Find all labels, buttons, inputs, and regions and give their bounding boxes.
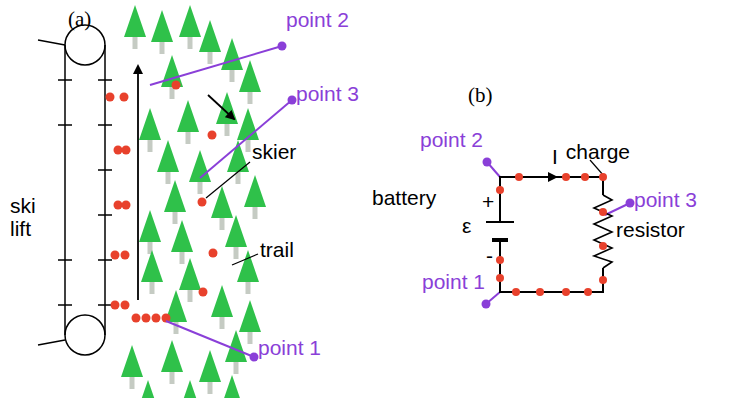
tree-trunk: [166, 170, 171, 184]
tree-trunk: [246, 280, 251, 294]
tree: [164, 180, 186, 212]
tree-trunk: [180, 250, 185, 264]
tree: [121, 345, 143, 377]
tree: [179, 258, 201, 290]
point-label: point 3: [634, 188, 697, 211]
tree-trunk: [173, 210, 178, 224]
tree-trunk: [234, 360, 239, 374]
skier-arrow: [208, 95, 234, 119]
point-label: point 2: [420, 128, 483, 151]
circuit-wires: [486, 177, 612, 292]
tree-trunk: [208, 380, 213, 394]
trees: [121, 5, 266, 398]
lift-arrow: [137, 66, 139, 300]
tree-trunk: [198, 180, 203, 194]
tree: [137, 380, 159, 398]
point-label: point 3: [296, 82, 359, 105]
ski-lift: [38, 25, 112, 355]
tree: [177, 100, 199, 132]
part-label: skier: [252, 140, 296, 163]
tree: [124, 5, 146, 37]
tree: [151, 10, 173, 42]
tree: [239, 60, 261, 92]
tree-trunk: [208, 50, 213, 64]
tree-trunk: [160, 40, 165, 54]
tree-trunk: [225, 122, 230, 136]
terminal-sign: +: [482, 190, 494, 213]
emf-symbol: ε: [462, 214, 471, 237]
part-label: ski lift: [10, 194, 50, 240]
charges: [496, 173, 607, 296]
tree-trunk: [248, 330, 253, 344]
terminal-sign: -: [486, 244, 493, 267]
point-leaders: [150, 46, 630, 357]
tree: [211, 285, 233, 317]
tree: [199, 20, 221, 52]
tree-trunk: [253, 205, 258, 219]
tree: [157, 140, 179, 172]
point-label: point 1: [422, 270, 485, 293]
tree: [239, 300, 261, 332]
tree: [237, 108, 259, 140]
tree-trunk: [220, 315, 225, 329]
tree: [161, 340, 183, 372]
panel-label: (a): [68, 8, 91, 31]
tree: [139, 108, 161, 140]
tree: [221, 38, 243, 70]
skiers: [106, 81, 218, 323]
tree: [161, 55, 183, 87]
current-arrow: [530, 176, 556, 178]
tree: [216, 92, 238, 124]
tree-trunk: [170, 370, 175, 384]
tree: [244, 175, 266, 207]
tree-trunk: [186, 130, 191, 144]
tree: [171, 220, 193, 252]
tree-trunk: [148, 138, 153, 152]
tree-trunk: [150, 280, 155, 294]
tree: [179, 380, 201, 398]
point-dots: [250, 42, 635, 362]
tree-trunk: [220, 216, 225, 230]
point-label: point 2: [286, 8, 349, 31]
tree-trunk: [234, 245, 239, 259]
panel-label: (b): [468, 84, 493, 107]
part-label: charge: [566, 140, 630, 163]
tree-trunk: [130, 375, 135, 389]
tree: [179, 5, 201, 37]
tree: [221, 375, 243, 398]
text-leaders: [206, 160, 604, 265]
current-label: I: [552, 145, 558, 168]
part-label: trail: [260, 238, 294, 261]
part-label: battery: [372, 186, 436, 209]
tree-trunk: [230, 68, 235, 82]
point-label: point 1: [258, 336, 321, 359]
tree-trunk: [133, 35, 138, 49]
tree-trunk: [188, 35, 193, 49]
tree: [141, 250, 163, 282]
tree: [139, 210, 161, 242]
tree-trunk: [174, 320, 179, 334]
tree: [225, 215, 247, 247]
tree-trunk: [246, 138, 251, 152]
part-label: resistor: [616, 218, 685, 241]
tree: [199, 350, 221, 382]
tree-trunk: [188, 288, 193, 302]
tree-trunk: [248, 90, 253, 104]
